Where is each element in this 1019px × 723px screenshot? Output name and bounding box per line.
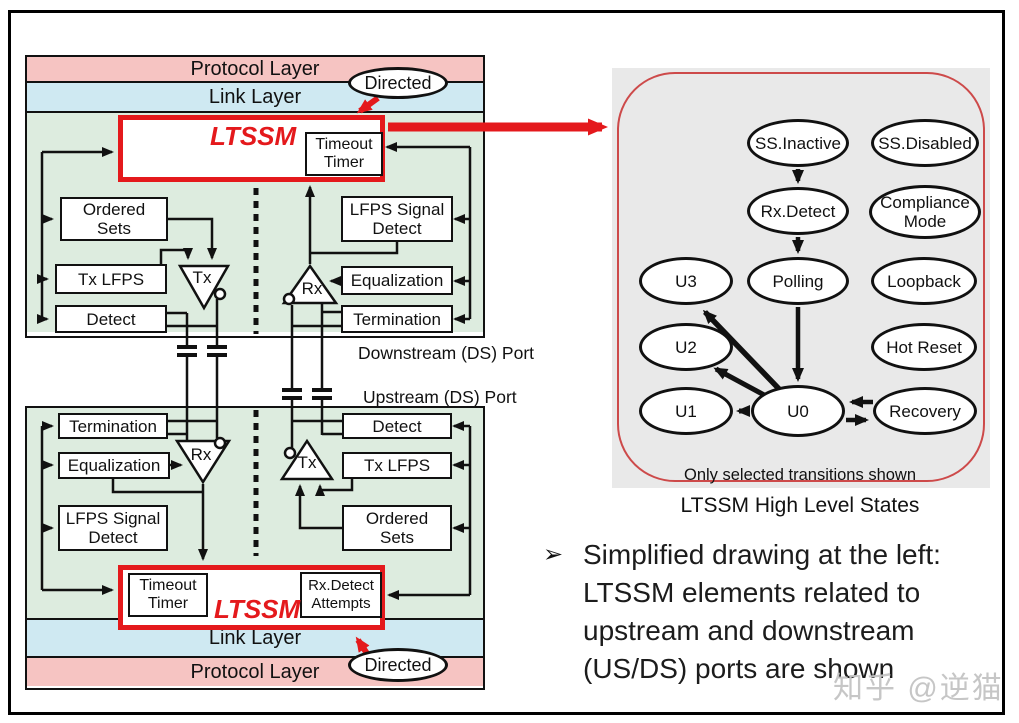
directed-bottom-ellipse: Directed: [348, 648, 448, 682]
us-tx-buffer-triangle: [279, 438, 335, 481]
ds-timeout-timer-box: Timeout Timer: [305, 132, 383, 176]
state-u2: U2: [639, 323, 733, 371]
bullet-marker: ➢: [543, 541, 564, 568]
upstream-port-wiring: [40, 419, 472, 600]
us-tx-buffer-label: Tx: [297, 453, 317, 472]
ds-tx-lfps-box: Tx LFPS: [55, 264, 167, 294]
ds-ltssm-label: LTSSM: [210, 121, 297, 151]
downstream-port-wiring: [37, 142, 472, 448]
ds-link-layer-label: Link Layer: [208, 85, 302, 108]
directed-top-ellipse: Directed: [348, 67, 448, 99]
us-protocol-layer-label: Protocol Layer: [190, 660, 320, 683]
coupling-capacitors: [177, 345, 332, 400]
bullet-text-block: ➢ Simplified drawing at the left: LTSSM …: [538, 536, 1008, 688]
state-u3: U3: [639, 257, 733, 305]
ds-ordered-sets-box: Ordered Sets: [60, 197, 168, 241]
state-ss-inactive: SS.Inactive: [747, 119, 849, 167]
state-u0: U0: [751, 385, 845, 437]
us-timeout-timer-box: Timeout Timer: [128, 573, 208, 617]
us-tx-lfps-box: Tx LFPS: [342, 452, 452, 479]
us-rx-inverter-dot: [213, 436, 227, 450]
ds-rx-buffer-triangle: [281, 263, 339, 305]
us-rx-detect-attempts-box: Rx.Detect Attempts: [300, 572, 382, 618]
us-ordered-sets-box: Ordered Sets: [342, 505, 452, 551]
us-rx-buffer-triangle: [174, 439, 232, 485]
ds-tx-inverter-dot: [213, 287, 227, 301]
state-polling: Polling: [747, 257, 849, 305]
bullet-line-2: LTSSM elements related to: [583, 577, 921, 608]
ds-protocol-layer-label: Protocol Layer: [190, 57, 320, 80]
us-equalization-box: Equalization: [58, 452, 170, 479]
state-u1: U1: [639, 387, 733, 435]
state-loopback: Loopback: [871, 257, 977, 305]
ds-tx-buffer-label: Tx: [192, 268, 212, 287]
us-tx-inverter-dot: [283, 446, 297, 460]
us-rx-buffer-label: Rx: [190, 445, 212, 464]
downstream-port-label: Downstream (DS) Port: [358, 343, 535, 363]
bullet-line-1: Simplified drawing at the left:: [583, 539, 941, 570]
us-detect-box: Detect: [342, 413, 452, 439]
state-rx-detect: Rx.Detect: [747, 187, 849, 235]
us-lfps-signal-detect-box: LFPS Signal Detect: [58, 505, 168, 551]
us-link-layer-label: Link Layer: [208, 626, 302, 649]
watermark: 知乎 @逆猫: [833, 672, 1004, 705]
us-termination-box: Termination: [58, 413, 168, 439]
ds-lfps-signal-detect-box: LFPS Signal Detect: [341, 196, 453, 242]
state-diagram-note: Only selected transitions shown: [683, 466, 917, 484]
tx-rx-buffers: [174, 263, 339, 485]
ds-rx-buffer-label: Rx: [301, 279, 323, 298]
ds-rx-inverter-dot: [282, 292, 296, 306]
ds-detect-box: Detect: [55, 305, 167, 333]
ds-equalization-box: Equalization: [341, 266, 453, 295]
state-diagram-caption: LTSSM High Level States: [680, 494, 920, 517]
bullet-line-3: upstream and downstream: [583, 615, 915, 646]
state-ss-disabled: SS.Disabled: [871, 119, 979, 167]
state-compliance-mode: Compliance Mode: [869, 185, 981, 239]
state-recovery: Recovery: [873, 387, 977, 435]
bullet-line-4: (US/DS) ports are shown: [583, 653, 895, 684]
state-transition-arrows: [702, 169, 873, 426]
slide-frame: [8, 10, 1005, 715]
ds-termination-box: Termination: [341, 305, 453, 333]
us-ltssm-label: LTSSM: [214, 594, 301, 624]
upstream-port-label: Upstream (DS) Port: [363, 387, 517, 407]
state-diagram-rounded-border: [617, 72, 985, 482]
state-hot-reset: Hot Reset: [871, 323, 977, 371]
ds-tx-buffer-triangle: [177, 264, 231, 311]
directed-top-arrow: [356, 95, 380, 114]
